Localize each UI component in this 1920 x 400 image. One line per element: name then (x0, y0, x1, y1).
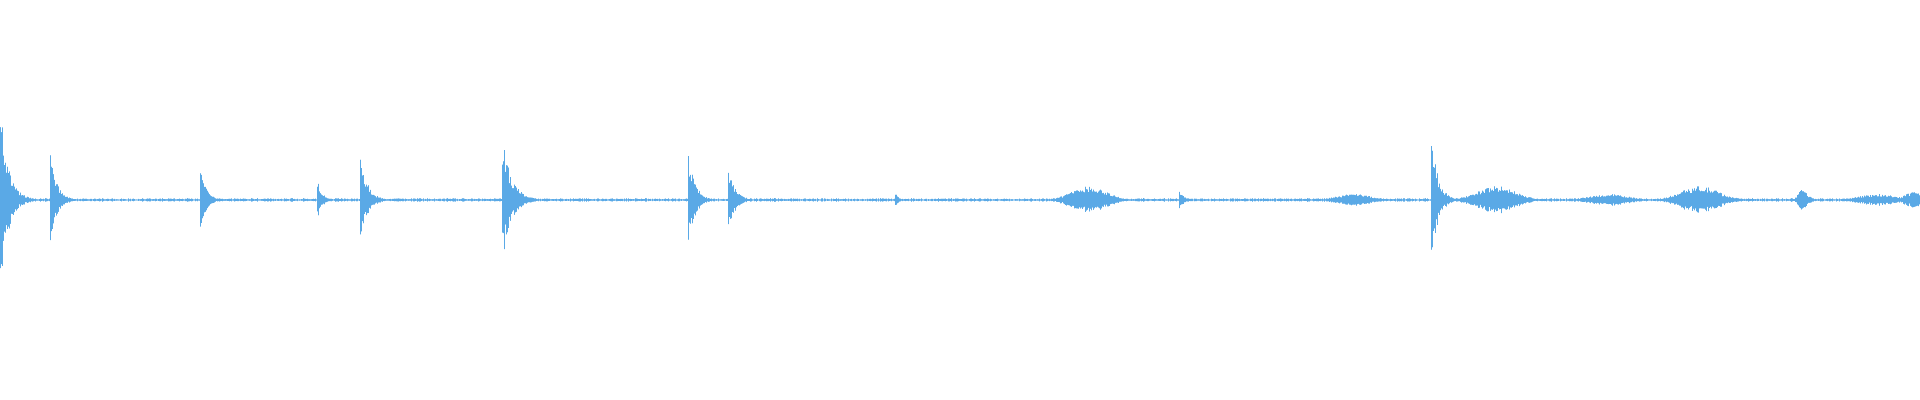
waveform-trace (0, 127, 1920, 269)
